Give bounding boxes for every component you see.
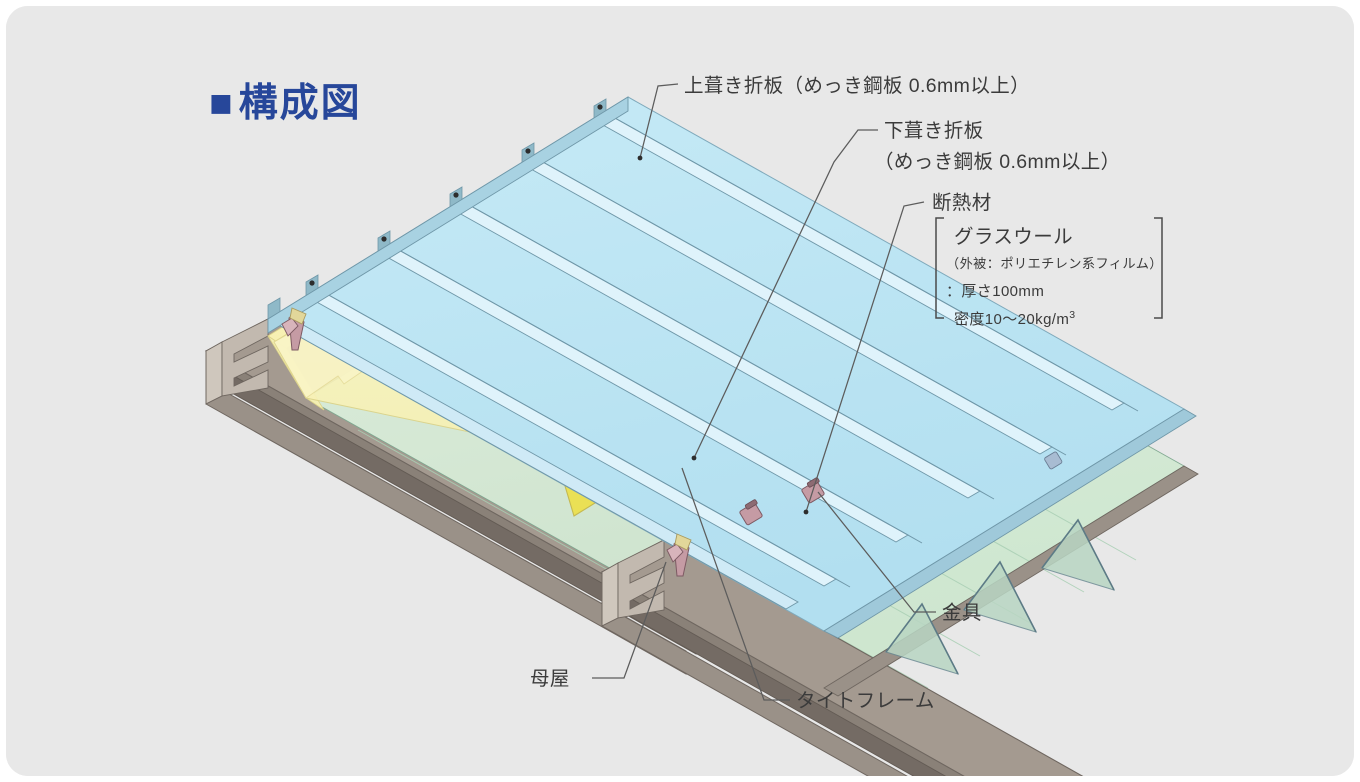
label-insulation-density: 密度10〜20kg/m3: [954, 309, 1076, 328]
label-upper-sheet: 上葺き折板（めっき鋼板 0.6mm以上）: [684, 75, 1030, 97]
diagram-stage: ■構成図 上葺き折板（めっき鋼板 0.6mm以上） 下葺き折板 （めっき鋼板 0…: [6, 6, 1354, 776]
label-lower-sheet-line1: 下葺き折板: [884, 120, 984, 142]
rib-end-caps: [309, 104, 603, 286]
label-insulation-heading: 断熱材: [932, 192, 992, 214]
page-title: ■構成図: [209, 82, 362, 125]
label-lower-sheet-line2: （めっき鋼板 0.6mm以上）: [874, 151, 1121, 173]
leader-insulation: [805, 201, 925, 513]
label-tight-frame: タイトフレーム: [796, 690, 935, 712]
leader-purlin: [592, 561, 667, 679]
bracket-clip: [739, 499, 763, 526]
label-insulation-thickness: ：厚さ100mm: [946, 283, 1044, 300]
label-bracket: 金具: [942, 602, 982, 624]
upper-folded-sheet: [267, 96, 1197, 639]
lower-deck-end-profile: [823, 465, 1199, 697]
roof-assembly-svg: ■構成図 上葺き折板（めっき鋼板 0.6mm以上） 下葺き折板 （めっき鋼板 0…: [6, 6, 1354, 776]
leader-bracket: [817, 491, 936, 613]
label-insulation-material: グラスウール: [954, 226, 1073, 248]
purlin-beam-near: [600, 539, 1084, 776]
tight-frame-group: [885, 518, 1116, 675]
upper-sheet-front-edge: [267, 96, 629, 334]
bracket-tall: [666, 533, 692, 577]
diagram-card: ■構成図 上葺き折板（めっき鋼板 0.6mm以上） 下葺き折板 （めっき鋼板 0…: [6, 6, 1354, 776]
label-insulation-jacket: （外被：ポリエチレン系フィルム）: [946, 256, 1163, 271]
insulation-bracket: [935, 217, 1163, 319]
leader-lines: [592, 83, 936, 701]
leader-upper-sheet: [639, 83, 679, 159]
upper-sheet-ribs: [267, 98, 1139, 610]
leader-lower-sheet: [693, 129, 878, 459]
leader-tight-frame: [681, 467, 790, 701]
label-purlin: 母屋: [530, 668, 570, 690]
bracket-tall: [281, 307, 307, 351]
bracket-clip: [1044, 451, 1063, 470]
upper-sheet-right-edge: [823, 408, 1197, 639]
